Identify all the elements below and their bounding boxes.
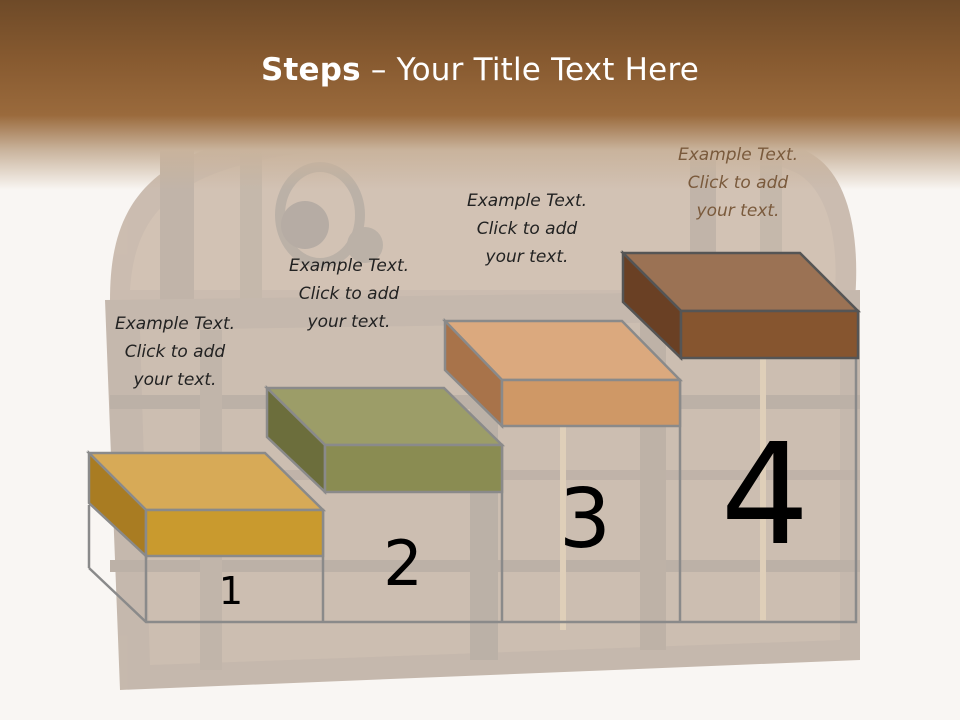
title-rest: – Your Title Text Here — [360, 52, 699, 88]
step-3-caption[interactable]: Example Text. Click to add your text. — [432, 187, 622, 271]
caption-line: Example Text. — [466, 191, 588, 211]
caption-line: your text. — [485, 247, 569, 267]
caption-line: Example Text. — [114, 314, 236, 334]
title-bar — [0, 0, 960, 190]
step-2-caption[interactable]: Example Text. Click to add your text. — [254, 252, 444, 336]
slide-title[interactable]: Steps – Your Title Text Here — [0, 52, 960, 88]
step-1-number: 1 — [218, 569, 244, 613]
caption-line: Click to add — [476, 219, 578, 239]
step-1-caption[interactable]: Example Text. Click to add your text. — [80, 310, 270, 394]
caption-line: your text. — [696, 201, 780, 221]
caption-line: Click to add — [124, 342, 226, 362]
step-1-block[interactable] — [85, 449, 327, 559]
caption-line: Example Text. — [677, 145, 799, 165]
caption-line: Example Text. — [288, 256, 410, 276]
step-3-number: 3 — [558, 472, 612, 567]
caption-line: Click to add — [687, 173, 789, 193]
step-2-number: 2 — [383, 527, 423, 600]
step-3-block[interactable] — [442, 317, 683, 429]
caption-line: your text. — [133, 370, 217, 390]
step-4-block[interactable] — [619, 249, 862, 361]
caption-line: your text. — [307, 312, 391, 332]
step-2-block[interactable] — [263, 385, 506, 495]
step-4-caption[interactable]: Example Text. Click to add your text. — [643, 141, 833, 225]
title-bold: Steps — [260, 52, 361, 88]
step-4-number: 4 — [720, 414, 810, 577]
caption-line: Click to add — [298, 284, 400, 304]
